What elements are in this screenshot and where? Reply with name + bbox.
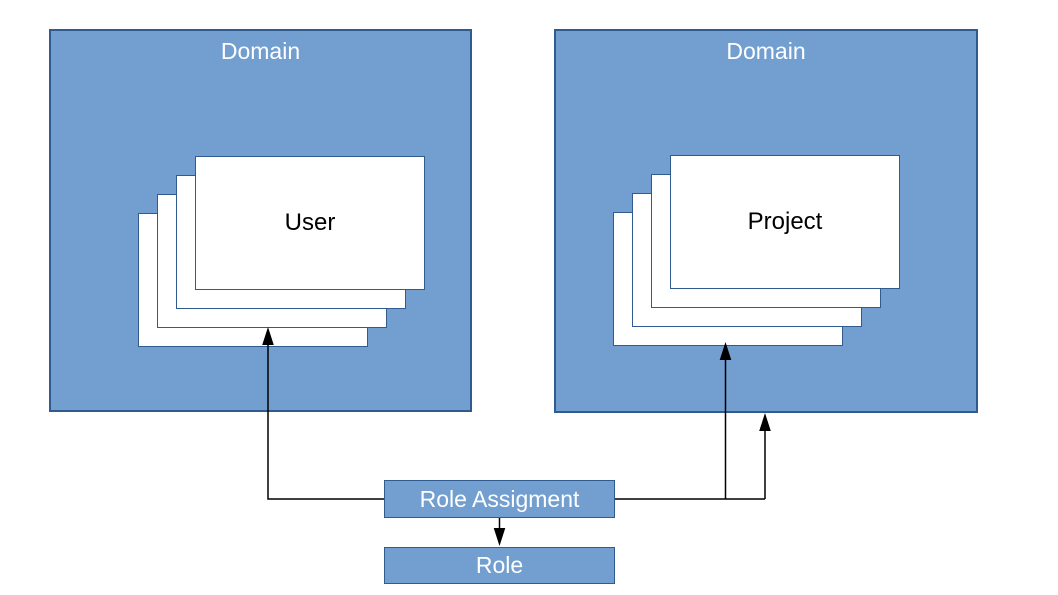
domain-label: Domain (726, 38, 806, 64)
project-card: Project (670, 155, 900, 289)
role-assignment-label: Role Assigment (419, 485, 580, 512)
user-card-label: User (284, 209, 336, 236)
role-assignment-box: Role Assigment (384, 480, 615, 518)
role-label: Role (475, 552, 524, 578)
arrowhead-to-domain (759, 413, 771, 431)
role-box: Role (384, 547, 615, 584)
domain-box-users: Domain User (49, 29, 472, 412)
project-card-label: Project (747, 208, 823, 235)
user-card: User (195, 156, 425, 290)
arrowhead-to-role (493, 528, 506, 546)
domain-label: Domain (220, 38, 301, 64)
domain-box-projects: Domain Project (554, 29, 978, 413)
